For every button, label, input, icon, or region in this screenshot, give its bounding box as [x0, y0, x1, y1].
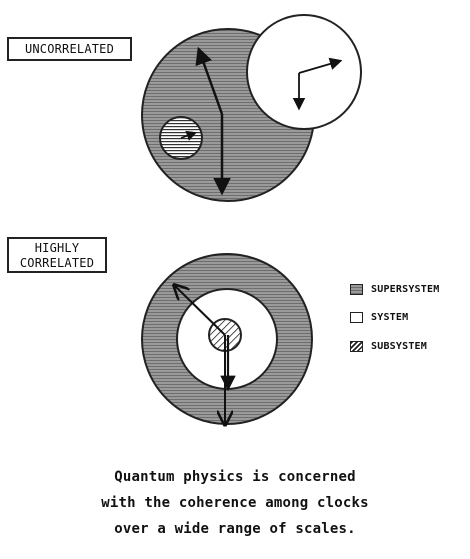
highly-correlated-label-line2: CORRELATED: [19, 256, 95, 270]
highly-correlated-label: HIGHLY CORRELATED: [7, 237, 107, 273]
legend-item-subsystem: SUBSYSTEM: [350, 339, 427, 353]
supersystem-hand-bottom-a: [174, 285, 226, 336]
legend-item-system: SYSTEM: [350, 310, 408, 324]
highly-correlated-label-line1: HIGHLY: [34, 241, 80, 255]
legend-item-supersystem: SUPERSYSTEM: [350, 282, 439, 296]
uncorrelated-label-text: UNCORRELATED: [24, 42, 115, 56]
caption-line-3: over a wide range of scales.: [114, 521, 356, 537]
caption-line-2: with the coherence among clocks: [101, 495, 369, 511]
supersystem-swatch: [350, 283, 363, 295]
legend-label-supersystem: SUPERSYSTEM: [371, 283, 440, 295]
subsystem-hand-top: [180, 130, 197, 141]
subsystem-swatch: [350, 340, 363, 352]
uncorrelated-label: UNCORRELATED: [7, 37, 132, 61]
system-swatch: [350, 311, 363, 323]
uncorrelated-diagram: [141, 14, 362, 202]
system-hand-top-b: [298, 57, 343, 74]
legend-label-subsystem: SUBSYSTEM: [371, 340, 427, 352]
caption-line-1: Quantum physics is concerned: [114, 469, 356, 485]
legend-label-system: SYSTEM: [371, 311, 409, 323]
supersystem-hand-top-a: [195, 46, 224, 115]
correlated-diagram: [141, 253, 313, 425]
